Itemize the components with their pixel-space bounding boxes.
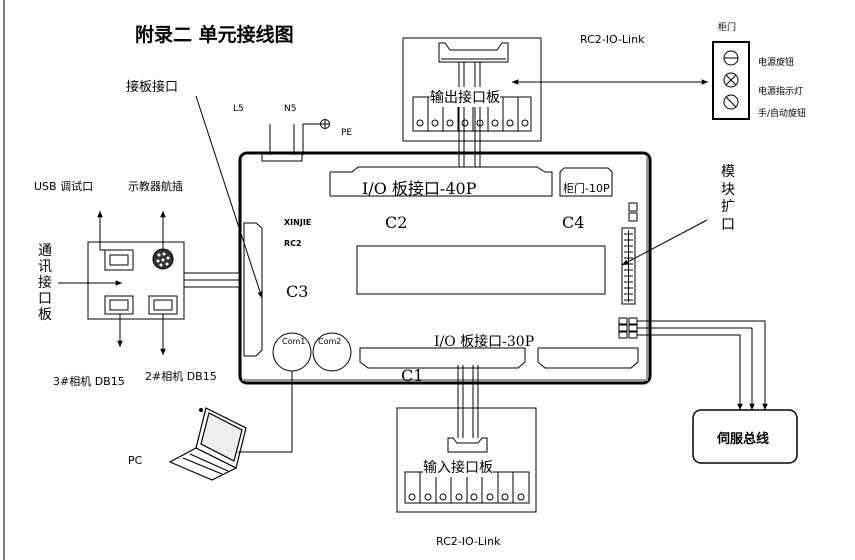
rc2-label: RC2 [284, 239, 302, 248]
module-connector-top [628, 202, 638, 212]
output-board-label: 输出接口板 [430, 87, 500, 107]
manual-auto-knob-label: 手/自动旋钮 [758, 109, 807, 119]
power-knob-label: 电源旋钮 [758, 58, 795, 68]
cabinet10-connector [559, 167, 613, 197]
com2-port [312, 332, 352, 372]
pc-label: PC [128, 454, 143, 467]
power-lamp-label: 电源指示灯 [758, 87, 804, 97]
com1-label: Com1 [282, 337, 306, 346]
c3-label: C3 [286, 282, 309, 301]
iolink-bottom-label: RC2-IO-Link [436, 535, 501, 548]
c1-label: C1 [401, 366, 424, 385]
iolink-top-label: RC2-IO-Link [580, 33, 645, 46]
display-window [356, 245, 606, 295]
camera3-label: 3#相机 DB15 [53, 375, 125, 388]
io30-connector-left [359, 347, 526, 369]
servo-terminal [618, 317, 628, 325]
xinjie-label: XINJIE [284, 218, 312, 227]
io40-connector [329, 166, 553, 197]
module-expansion-label: 模块扩口 [721, 164, 735, 233]
power-plug [261, 153, 303, 162]
servo-bus-box [692, 409, 798, 464]
io30-connector-right [537, 347, 639, 369]
input-board-label: 输入接口板 [423, 457, 493, 477]
n5-label: N5 [284, 104, 297, 114]
com2-label: Com2 [318, 337, 342, 346]
cabinet10-label: 柜门-10P [563, 182, 610, 195]
page-title: 附录二 单元接线图 [135, 24, 294, 46]
pe-label: PE [341, 128, 353, 138]
io30-label: I/O 板接口-30P [434, 334, 535, 350]
camera2-label: 2#相机 DB15 [145, 370, 217, 383]
c2-label: C2 [385, 213, 408, 232]
teach-pendant-label: 示教器航插 [128, 180, 183, 193]
usb-label: USB 调试口 [34, 180, 94, 193]
comm-board-label: 通讯接口板 [38, 243, 52, 324]
cabinet-door-label: 柜门 [718, 23, 737, 33]
l5-label: L5 [233, 104, 244, 114]
board-interface-label: 接板接口 [126, 80, 179, 95]
servo-bus-label: 伺服总线 [717, 432, 770, 447]
io40-label: I/O 板接口-40P [362, 179, 477, 198]
laptop-icon [168, 407, 247, 481]
c4-label: C4 [562, 213, 585, 232]
